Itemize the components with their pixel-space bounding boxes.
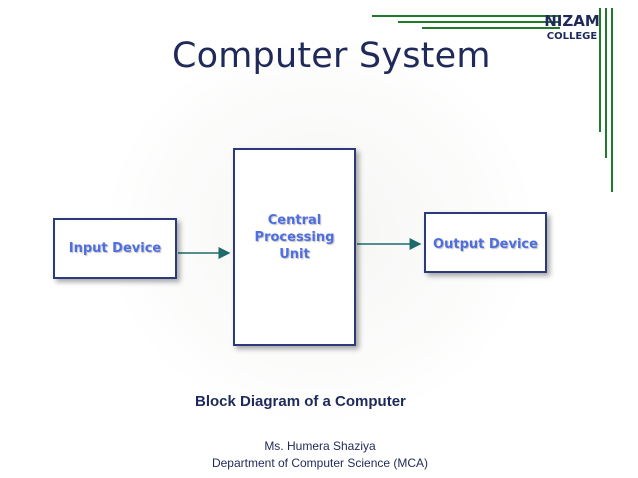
- input-device-label: Input Device: [68, 241, 162, 256]
- footer-author: Ms. Humera Shaziya: [264, 439, 376, 453]
- output-device-box: Output Device: [424, 212, 547, 273]
- diagram-caption: Block Diagram of a Computer: [195, 393, 406, 410]
- brand-sub: COLLEGE: [546, 31, 598, 42]
- cpu-label: Central Processing Unit: [254, 213, 335, 262]
- college-logo: NIZAM COLLEGE: [542, 12, 602, 44]
- input-device-box: Input Device: [53, 218, 177, 279]
- footer-department: Department of Computer Science (MCA): [211, 456, 429, 470]
- cpu-box: Central Processing Unit: [233, 148, 356, 346]
- brand-name: NIZAM: [544, 12, 600, 30]
- output-device-label: Output Device: [433, 237, 538, 252]
- page-title: Computer System: [172, 36, 491, 76]
